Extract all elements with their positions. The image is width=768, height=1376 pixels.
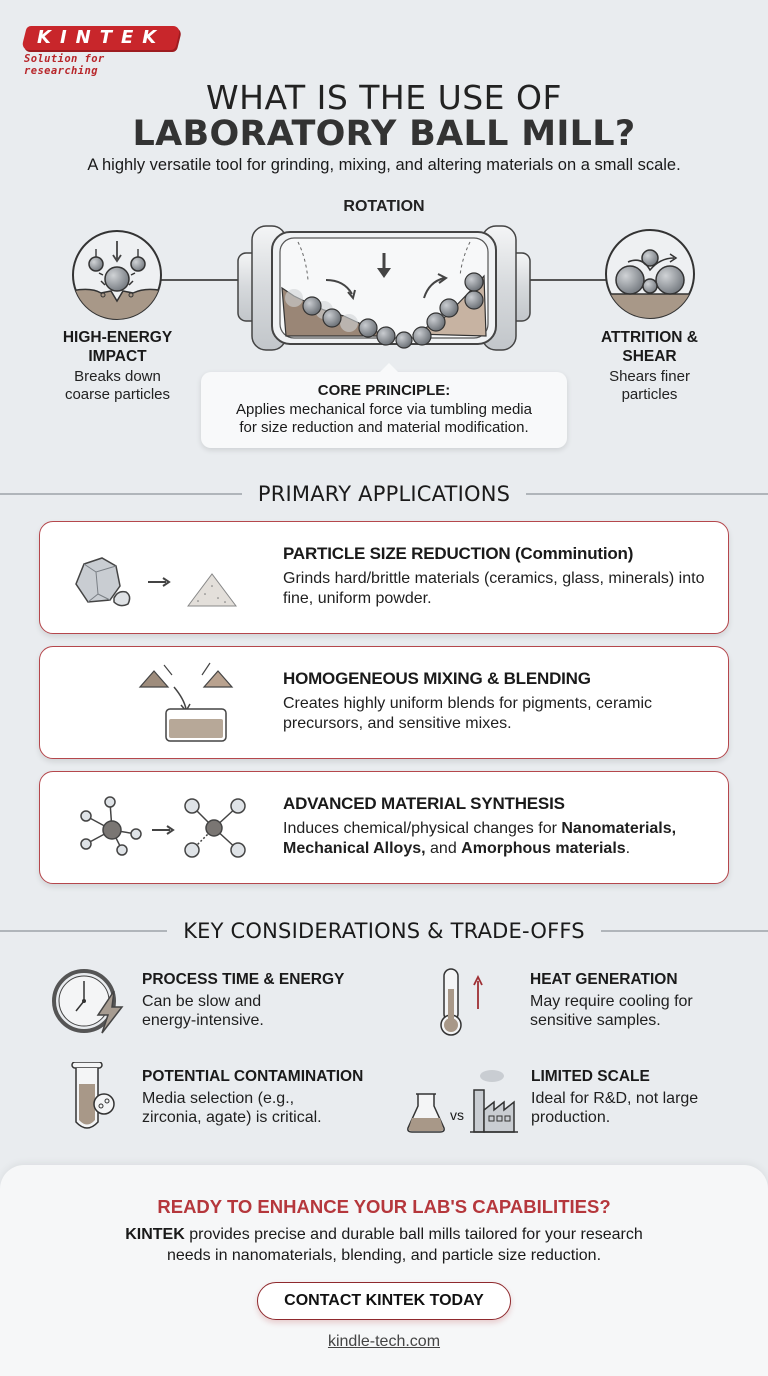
- rotation-label: ROTATION: [343, 198, 425, 215]
- application-desc: Grinds hard/brittle materials (ceramics,…: [283, 570, 705, 607]
- section-heading-applications: PRIMARY APPLICATIONS: [0, 479, 768, 509]
- application-desc: Creates highly uniform blends for pigmen…: [283, 695, 653, 732]
- application-card-mixing: HOMOGENEOUS MIXING & BLENDING Creates hi…: [39, 646, 729, 759]
- consideration-contamination: POTENTIAL CONTAMINATION Media selection …: [52, 1062, 402, 1148]
- application-card-synthesis: ADVANCED MATERIAL SYNTHESIS Induces chem…: [39, 771, 729, 884]
- connector-line-left: [116, 279, 256, 281]
- cta-footer-panel: [0, 1165, 768, 1376]
- application-desc: Induces chemical/physical changes for Na…: [283, 820, 677, 857]
- connector-line-right: [528, 279, 653, 281]
- consideration-desc: Ideal for R&D, not large: [531, 1090, 699, 1107]
- divider-line: [600, 930, 768, 932]
- application-card-size-reduction: PARTICLE SIZE REDUCTION (Comminution) Gr…: [39, 521, 729, 634]
- consideration-title: POTENTIAL CONTAMINATION: [142, 1068, 364, 1085]
- ball-mill-drum-illustration: [237, 225, 531, 351]
- cta-title: READY TO ENHANCE YOUR LAB'S CAPABILITIES…: [157, 1196, 611, 1217]
- clock-energy-icon: [52, 969, 124, 1034]
- application-title: HOMOGENEOUS MIXING & BLENDING: [283, 669, 591, 688]
- website-link[interactable]: kindle-tech.com: [327, 1333, 441, 1350]
- cta-description: KINTEK provides precise and durable ball…: [125, 1226, 643, 1264]
- core-principle-callout: CORE PRINCIPLE: Applies mechanical force…: [201, 363, 567, 448]
- thermometer-icon: [440, 968, 483, 1036]
- flask-vs-factory-icon: vs: [407, 1070, 518, 1133]
- rock-to-powder-icon: [75, 557, 237, 607]
- test-tube-icon: [71, 1062, 115, 1129]
- impact-icon: [72, 230, 162, 320]
- contact-kintek-button[interactable]: CONTACT KINTEK TODAY: [257, 1282, 511, 1320]
- molecule-transform-icon: [80, 796, 246, 858]
- page-title-line1: WHAT IS THE USE OF: [206, 78, 562, 117]
- application-title: PARTICLE SIZE REDUCTION (Comminution): [283, 544, 634, 563]
- consideration-title: HEAT GENERATION: [530, 971, 678, 988]
- kintek-logo: KINTEK Solution for researching: [21, 26, 184, 77]
- consideration-process-time: PROCESS TIME & ENERGY Can be slow and en…: [52, 969, 402, 1051]
- impact-caption: HIGH-ENERGY IMPACT Breaks down coarse pa…: [62, 329, 173, 403]
- logo-tagline: Solution for researching: [24, 53, 105, 77]
- consideration-limited-scale: vs LIMITED SCALE Ideal for R&D, not larg…: [406, 1068, 736, 1148]
- divider-line: [526, 493, 768, 495]
- divider-line: [0, 493, 242, 495]
- mixing-beaker-icon: [138, 662, 234, 742]
- application-title: ADVANCED MATERIAL SYNTHESIS: [283, 794, 565, 813]
- logo-badge: KINTEK: [21, 26, 181, 50]
- consideration-desc: May require cooling for: [530, 993, 693, 1010]
- section-heading-considerations: KEY CONSIDERATIONS & TRADE-OFFS: [0, 916, 768, 946]
- consideration-heat-generation: HEAT GENERATION May require cooling for …: [440, 968, 768, 1051]
- shear-icon: [605, 229, 695, 319]
- vs-label: vs: [450, 1107, 464, 1123]
- page-subtitle: A highly versatile tool for grinding, mi…: [87, 156, 681, 174]
- consideration-desc: Can be slow and: [142, 993, 262, 1010]
- page-title-line2: LABORATORY BALL MILL?: [132, 114, 636, 154]
- shear-caption: ATTRITION & SHEAR Shears finer particles: [600, 329, 698, 403]
- consideration-title: PROCESS TIME & ENERGY: [142, 971, 345, 988]
- consideration-title: LIMITED SCALE: [531, 1068, 650, 1085]
- consideration-desc: Media selection (e.g.,: [142, 1090, 295, 1107]
- divider-line: [0, 930, 168, 932]
